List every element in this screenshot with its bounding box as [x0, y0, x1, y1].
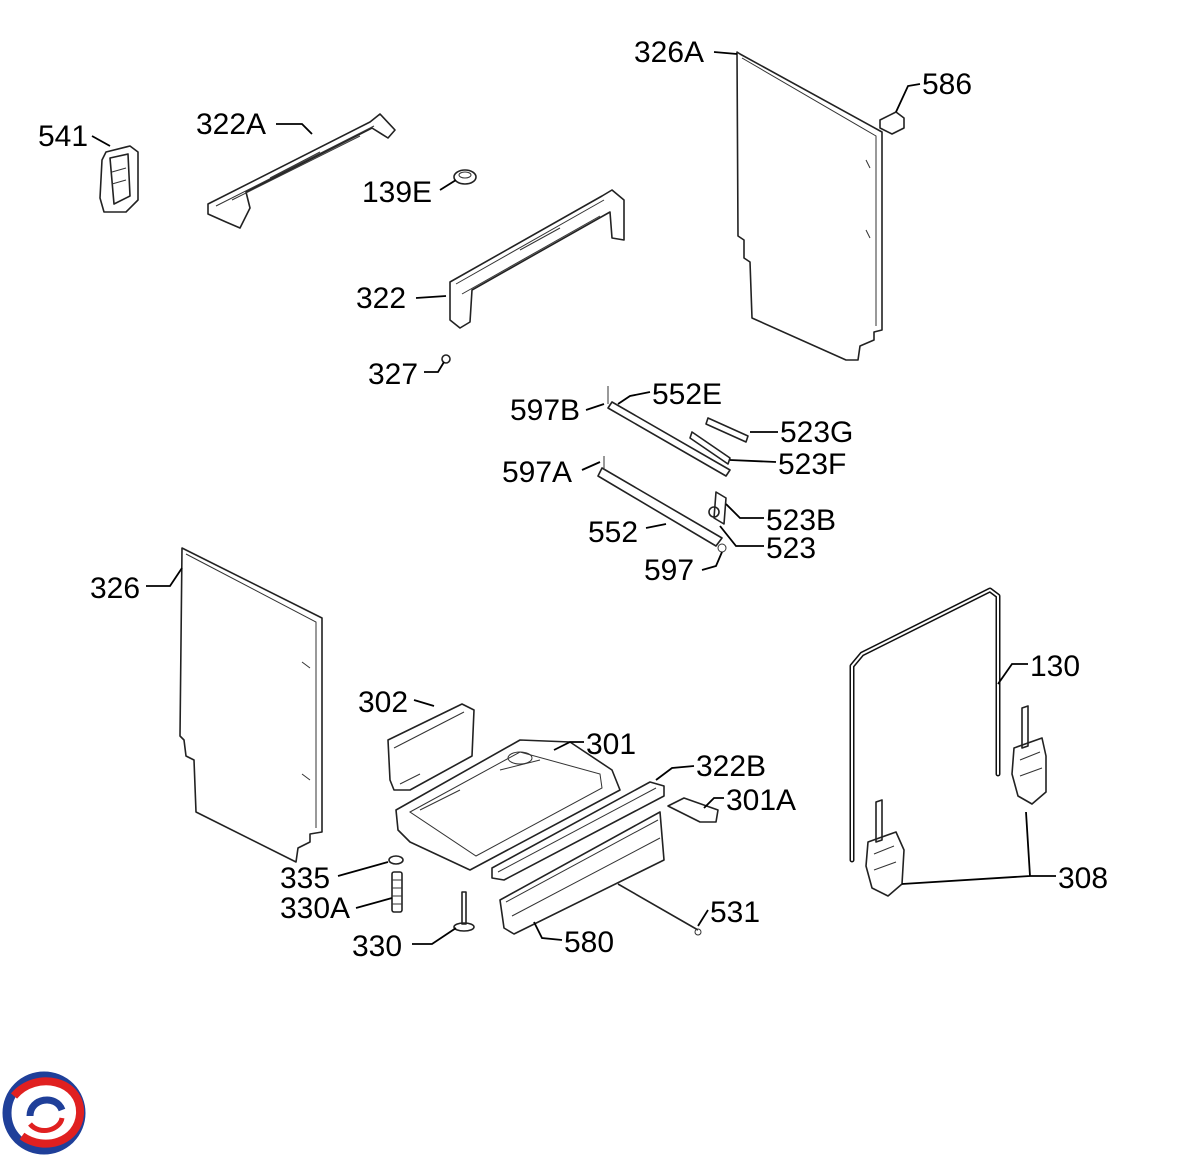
- label-586: 586: [922, 68, 972, 101]
- brand-logo-icon: [2, 1071, 86, 1155]
- part-labels: 541 322A 139E 326A 586 322 327 597B 552E…: [38, 36, 1108, 963]
- part-330-foot: [453, 891, 475, 932]
- part-335-nut: [388, 855, 404, 865]
- part-580-plate: [499, 811, 665, 935]
- part-139E: [453, 169, 477, 185]
- part-130-gasket: [849, 587, 1001, 863]
- part-523F-link: [689, 431, 731, 465]
- part-322A-bracket: [207, 113, 396, 229]
- part-322B-rail: [491, 781, 665, 881]
- part-531-rod: [617, 883, 702, 936]
- label-326: 326: [90, 572, 140, 605]
- part-541-clip: [99, 145, 139, 213]
- leader-lines: [91, 51, 1056, 945]
- part-301A-bracket: [667, 797, 719, 823]
- part-326A-panel: [736, 51, 883, 361]
- part-552-rail: [597, 456, 723, 547]
- part-301-base: [395, 739, 621, 871]
- part-322-bracket: [449, 189, 625, 329]
- part-552E-rail: [607, 386, 731, 477]
- part-523B-523: [708, 491, 727, 553]
- label-322: 322: [356, 282, 406, 315]
- label-541: 541: [38, 120, 88, 153]
- label-523: 523: [766, 532, 816, 565]
- label-523B: 523B: [766, 504, 836, 537]
- label-302: 302: [358, 686, 408, 719]
- label-531: 531: [710, 896, 760, 929]
- part-326-panel: [179, 547, 323, 863]
- part-302-plate: [387, 703, 475, 791]
- part-327-screw: [441, 354, 451, 364]
- part-308-hinge-left: [865, 799, 905, 897]
- label-335: 335: [280, 862, 330, 895]
- label-597: 597: [644, 554, 694, 587]
- label-330A: 330A: [280, 892, 350, 925]
- label-523G: 523G: [780, 416, 853, 449]
- label-523F: 523F: [778, 448, 846, 481]
- label-552E: 552E: [652, 378, 722, 411]
- label-130: 130: [1030, 650, 1080, 683]
- label-322B: 322B: [696, 750, 766, 783]
- label-308: 308: [1058, 862, 1108, 895]
- label-322A: 322A: [196, 108, 266, 141]
- label-330: 330: [352, 930, 402, 963]
- label-139E: 139E: [362, 176, 432, 209]
- label-597A: 597A: [502, 456, 572, 489]
- label-327: 327: [368, 358, 418, 391]
- label-580: 580: [564, 926, 614, 959]
- label-552: 552: [588, 516, 638, 549]
- part-330A-leg: [391, 871, 403, 913]
- label-597B: 597B: [510, 394, 580, 427]
- part-523G-link: [705, 417, 749, 443]
- label-326A: 326A: [634, 36, 704, 69]
- part-308-hinge-right: [1011, 705, 1047, 805]
- label-301: 301: [586, 728, 636, 761]
- label-301A: 301A: [726, 784, 796, 817]
- part-586-clip: [879, 111, 905, 135]
